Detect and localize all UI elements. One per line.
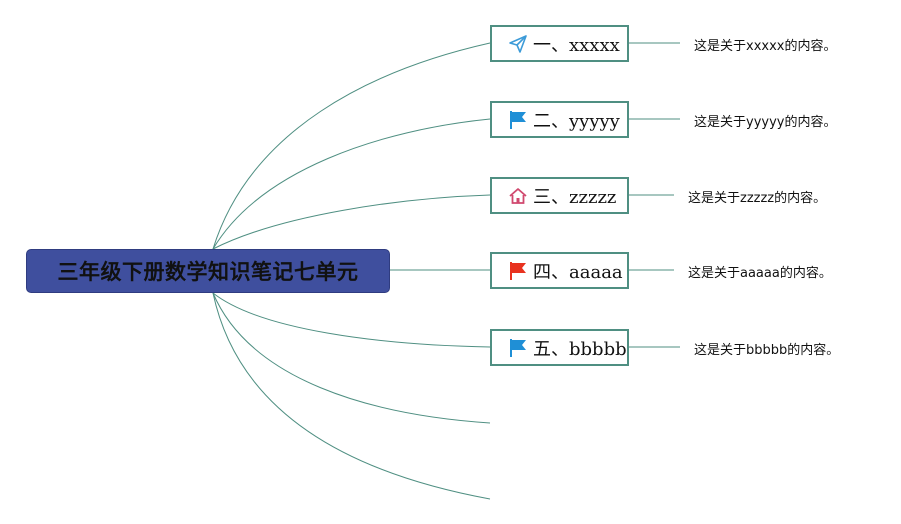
note-4: 这是关于aaaaa的内容。 <box>688 266 832 281</box>
branch-topic-3[interactable]: 三、zzzzz <box>490 177 629 214</box>
branch-topic-1[interactable]: 一、xxxxx <box>490 25 629 62</box>
paper-plane-icon <box>508 34 528 54</box>
note-5: 这是关于bbbbb的内容。 <box>694 343 840 358</box>
home-icon <box>508 186 528 206</box>
connector-branch-3 <box>212 194 491 250</box>
note-1: 这是关于xxxxx的内容。 <box>694 39 837 54</box>
branch-topic-1-label: 一、xxxxx <box>533 34 620 56</box>
root-topic[interactable]: 三年级下册数学知识笔记七单元 <box>26 249 390 293</box>
connector-branch-1 <box>212 42 491 250</box>
branch-topic-4-label: 四、aaaaa <box>533 261 623 283</box>
note-3: 这是关于zzzzz的内容。 <box>688 191 827 206</box>
blue-flag-icon <box>508 338 528 358</box>
red-flag-icon <box>508 261 528 281</box>
branch-topic-2-label: 二、yyyyy <box>533 110 620 132</box>
connector-branch-5 <box>212 292 491 348</box>
note-2: 这是关于yyyyy的内容。 <box>694 115 837 130</box>
connector-branch-6 <box>212 292 491 424</box>
branch-topic-3-label: 三、zzzzz <box>533 186 617 208</box>
blue-flag-icon <box>508 110 528 130</box>
connector-branch-2 <box>212 118 491 250</box>
root-topic-title: 三年级下册数学知识笔记七单元 <box>57 260 359 284</box>
branch-topic-2[interactable]: 二、yyyyy <box>490 101 629 138</box>
branch-topic-4[interactable]: 四、aaaaa <box>490 252 629 289</box>
branch-topic-5-label: 五、bbbbb <box>533 338 627 360</box>
connector-branch-7 <box>212 292 491 500</box>
branch-topic-5[interactable]: 五、bbbbb <box>490 329 629 366</box>
